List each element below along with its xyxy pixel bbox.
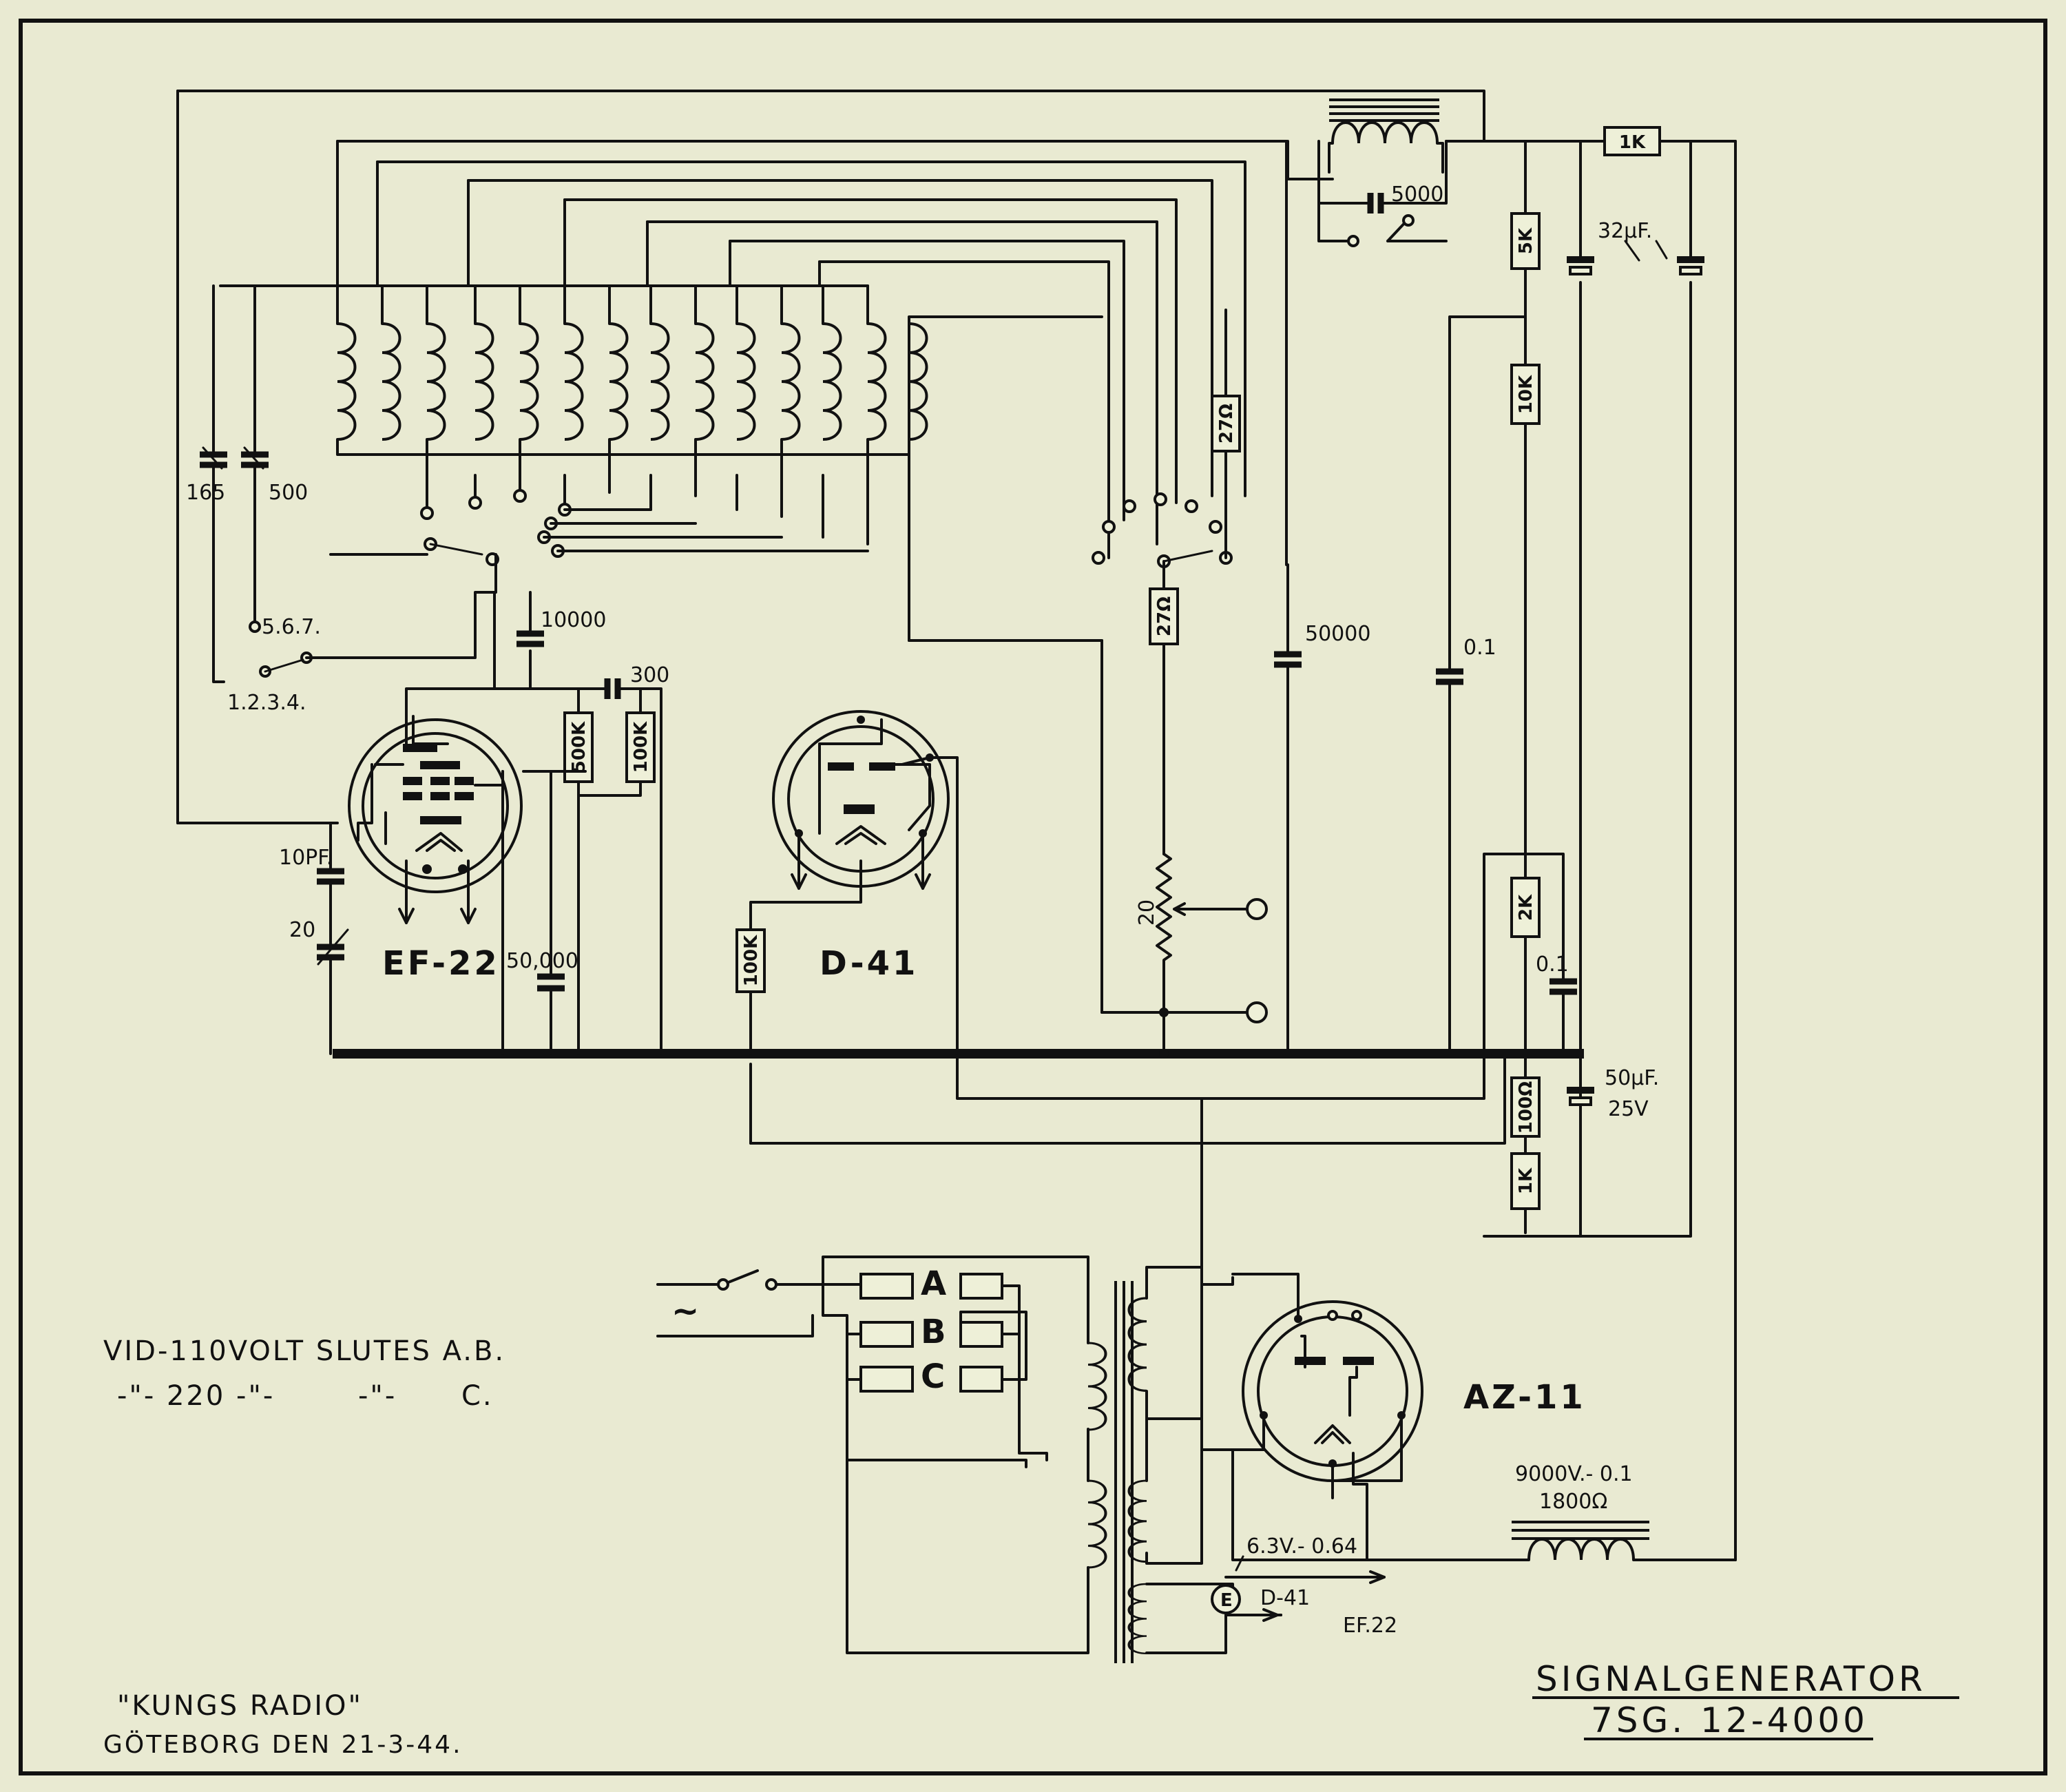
az11-rectifier bbox=[1200, 1273, 1510, 1561]
label-r-5k: 5K bbox=[1516, 227, 1536, 254]
label-r-100k-b: 100K bbox=[741, 935, 762, 986]
label-heater-d41: D-41 bbox=[1260, 1586, 1310, 1610]
power-transformer bbox=[656, 1097, 1282, 1663]
label-c-10000: 10000 bbox=[541, 608, 606, 632]
label-r-100k-a: 100K bbox=[631, 721, 651, 773]
tube-label-ef22: EF-22 bbox=[382, 944, 500, 983]
label-tap-c: C bbox=[921, 1357, 948, 1396]
label-c-500: 500 bbox=[269, 481, 308, 505]
note-line-2a: -"- 220 -"- bbox=[117, 1380, 275, 1412]
maker-place-date: GÖTEBORG DEN 21-3-44. bbox=[103, 1730, 463, 1759]
label-tap-b: B bbox=[921, 1313, 949, 1351]
filter-choke bbox=[1507, 1521, 1737, 1561]
label-r-1k-bottom: 1K bbox=[1516, 1167, 1536, 1194]
label-r-100: 100Ω bbox=[1516, 1081, 1536, 1134]
label-r-2k: 2K bbox=[1516, 894, 1536, 921]
label-pot-20: 20 bbox=[1135, 899, 1159, 926]
label-switch-1234: 1.2.3.4. bbox=[227, 691, 306, 715]
label-c-0-1-b: 0.1 bbox=[1536, 952, 1569, 977]
label-c-165: 165 bbox=[186, 481, 225, 505]
label-c-20: 20 bbox=[289, 918, 315, 942]
label-c-50000-b: 50,000 bbox=[506, 949, 578, 973]
label-c-32uf: 32µF. bbox=[1598, 219, 1652, 243]
label-heater-ef22: EF.22 bbox=[1343, 1614, 1397, 1638]
label-c-50uf: 50µF. bbox=[1605, 1066, 1659, 1090]
note-line-2c: C. bbox=[461, 1380, 494, 1412]
ef22-stage bbox=[176, 284, 662, 1055]
label-choke-rating: 9000V.- 0.1 bbox=[1515, 1462, 1633, 1486]
label-r-1k-top: 1K bbox=[1619, 132, 1646, 153]
label-heater-rating: 6.3V.- 0.64 bbox=[1246, 1534, 1357, 1559]
label-tap-a: A bbox=[921, 1264, 949, 1303]
label-mains-symbol: ~ bbox=[671, 1292, 702, 1331]
label-c-25v: 25V bbox=[1608, 1097, 1649, 1121]
note-line-2b: -"- bbox=[358, 1380, 397, 1412]
label-c-50000-a: 50000 bbox=[1305, 622, 1370, 646]
tube-label-az11: AZ-11 bbox=[1463, 1378, 1586, 1417]
label-r-27-b: 27Ω bbox=[1154, 596, 1175, 636]
label-c-0-1-a: 0.1 bbox=[1463, 636, 1496, 660]
label-c-300: 300 bbox=[630, 663, 669, 687]
sheet-border bbox=[19, 19, 2047, 1775]
label-heater-lamp: E bbox=[1220, 1590, 1233, 1611]
tube-label-d41: D-41 bbox=[820, 944, 918, 983]
label-c-10pf: 10PF. bbox=[279, 846, 333, 870]
label-c-5000: 5000 bbox=[1391, 183, 1443, 207]
attenuator bbox=[1149, 309, 1268, 1059]
maker-name: "KUNGS RADIO" bbox=[117, 1690, 363, 1722]
label-r-10k: 10K bbox=[1516, 375, 1536, 414]
label-choke-resistance: 1800Ω bbox=[1539, 1490, 1607, 1514]
label-r-500k: 500K bbox=[569, 721, 589, 773]
supply-filter bbox=[749, 98, 1737, 1561]
label-r-27-a: 27Ω bbox=[1216, 404, 1237, 444]
drawing-title: SIGNALGENERATOR bbox=[1536, 1659, 1926, 1699]
heater-wiring bbox=[1211, 1555, 1386, 1622]
d41-stage bbox=[735, 317, 1248, 1145]
drawing-model: 7SG. 12-4000 bbox=[1591, 1700, 1868, 1740]
label-switch-567: 5.6.7. bbox=[262, 615, 321, 639]
note-line-1: VID-110VOLT SLUTES A.B. bbox=[103, 1335, 505, 1367]
